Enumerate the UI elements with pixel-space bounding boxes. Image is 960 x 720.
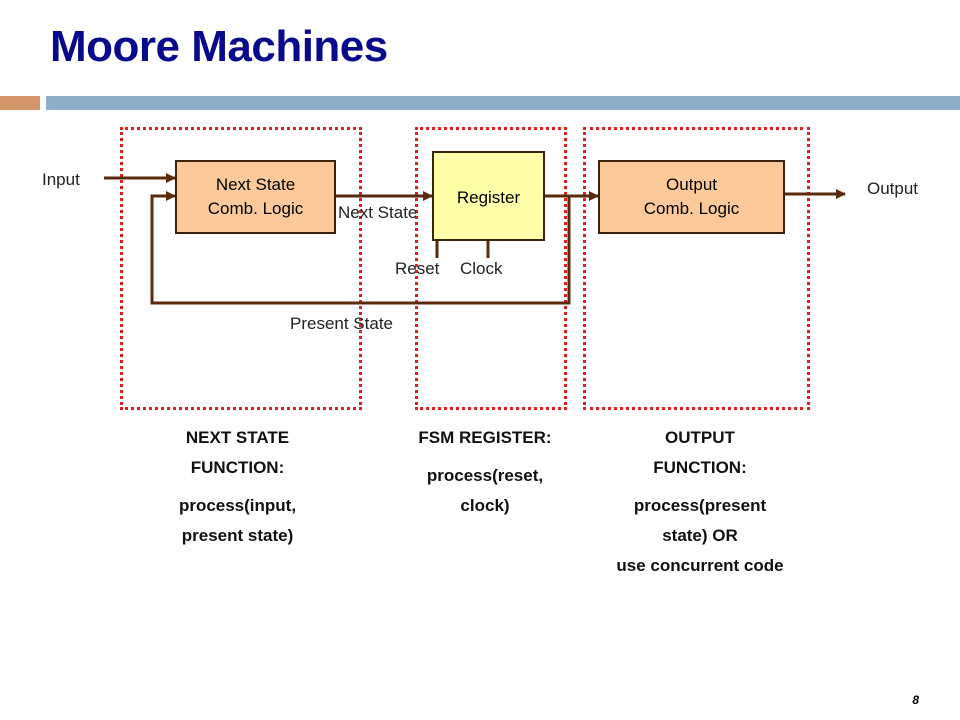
- next-state-code-line-2: present state): [181, 526, 294, 545]
- register-region: [415, 127, 567, 410]
- output-block-line-1: Output: [665, 175, 718, 194]
- slide-title: Moore Machines: [50, 22, 388, 71]
- next-state-code-line-1: process(input,: [178, 496, 297, 515]
- page-number: 8: [912, 693, 919, 707]
- register-caption: FSM REGISTER: process(reset, clock): [385, 423, 585, 521]
- next-state-block-line-2: Comb. Logic: [207, 199, 304, 218]
- register-block-label: Register: [456, 188, 521, 207]
- clock-label: Clock: [460, 259, 503, 278]
- next-state-caption: NEXT STATE FUNCTION: process(input, pres…: [130, 423, 345, 551]
- next-state-label: Next State: [338, 203, 418, 222]
- next-state-heading-line-2: FUNCTION:: [190, 458, 285, 477]
- next-state-block-line-1: Next State: [215, 175, 296, 194]
- output-code-line-1: process(present: [633, 496, 767, 515]
- output-code-line-2: state) OR: [662, 526, 738, 545]
- output-label: Output: [867, 179, 919, 198]
- present-state-label: Present State: [290, 314, 394, 333]
- register-code-line-2: clock): [460, 496, 510, 515]
- output-heading-line-1: OUTPUT: [665, 428, 735, 447]
- register-block: Register: [432, 151, 545, 241]
- output-caption: OUTPUT FUNCTION: process(present state) …: [585, 423, 815, 581]
- next-state-region: [120, 127, 362, 410]
- register-code-line-1: process(reset,: [426, 466, 544, 485]
- output-code-line-3: use concurrent code: [616, 556, 784, 575]
- reset-label: Reset: [395, 259, 440, 278]
- title-rule-bar: [46, 96, 960, 110]
- output-block-line-2: Comb. Logic: [643, 199, 740, 218]
- output-region: [583, 127, 810, 410]
- input-label: Input: [42, 170, 80, 189]
- title-accent-bar: [0, 96, 40, 110]
- output-logic-block: Output Comb. Logic: [598, 160, 785, 234]
- register-heading-line-1: FSM REGISTER:: [418, 428, 552, 447]
- next-state-logic-block: Next State Comb. Logic: [175, 160, 336, 234]
- output-heading-line-2: FUNCTION:: [653, 458, 747, 477]
- next-state-heading-line-1: NEXT STATE: [185, 428, 290, 447]
